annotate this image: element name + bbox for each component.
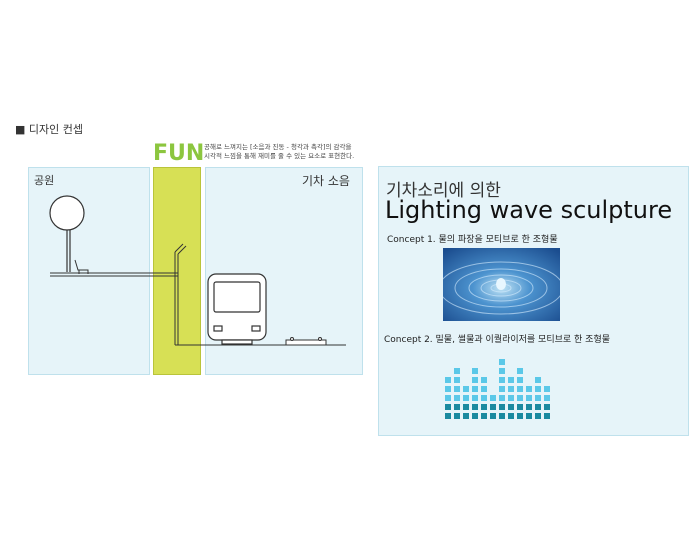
equalizer-cell	[544, 395, 550, 401]
equalizer-cell	[508, 377, 514, 383]
equalizer-cell	[490, 395, 496, 401]
equalizer-cell	[517, 404, 523, 410]
train-noise-label: 기차 소음	[302, 174, 350, 188]
equalizer-cell	[472, 368, 478, 374]
equalizer-cell	[535, 413, 541, 419]
equalizer-cell	[508, 404, 514, 410]
equalizer-cell	[526, 395, 532, 401]
equalizer-cell	[526, 404, 532, 410]
equalizer-cell	[517, 386, 523, 392]
equalizer-cell	[481, 413, 487, 419]
equalizer-cell	[490, 404, 496, 410]
equalizer-cell	[544, 386, 550, 392]
equalizer-cell	[499, 395, 505, 401]
equalizer-cell	[481, 386, 487, 392]
equalizer-cell	[517, 377, 523, 383]
fun-highlight-band	[153, 167, 201, 375]
equalizer-cell	[544, 413, 550, 419]
equalizer-cell	[481, 395, 487, 401]
equalizer-cell	[544, 404, 550, 410]
equalizer-cell	[463, 395, 469, 401]
equalizer-cell	[481, 377, 487, 383]
equalizer-cell	[499, 368, 505, 374]
sound-barrier-wall	[174, 243, 187, 345]
equalizer-cell	[445, 404, 451, 410]
equalizer-cell	[499, 386, 505, 392]
equalizer-cell	[463, 404, 469, 410]
fun-title: FUN	[153, 141, 205, 166]
park-label: 공원	[34, 174, 55, 187]
equalizer-cell	[454, 386, 460, 392]
bench-icon	[74, 259, 89, 274]
equalizer-cell	[472, 386, 478, 392]
equalizer-cell	[454, 377, 460, 383]
park-ground-line	[50, 272, 178, 277]
concept-2-caption: Concept 2. 밀물, 썰물과 이퀄라이저를 모티브로 한 조형물	[384, 335, 611, 345]
equalizer-cell	[517, 368, 523, 374]
water-ripple-image	[443, 248, 560, 321]
fun-description: 공해로 느껴지는 [소음과 진동 - 청각과 촉각]의 감각을 시각적 느낌을 …	[204, 143, 384, 161]
fun-description-line-2: 시각적 느낌을 통해 재미를 줄 수 있는 요소로 표현한다.	[204, 152, 355, 160]
equalizer-cell	[499, 404, 505, 410]
equalizer-cell	[463, 386, 469, 392]
equalizer-cell	[445, 386, 451, 392]
equalizer-cell	[508, 395, 514, 401]
equalizer-cell	[454, 395, 460, 401]
equalizer-cell	[499, 413, 505, 419]
equalizer-cell	[472, 413, 478, 419]
equalizer-cell	[481, 404, 487, 410]
equalizer-cell	[454, 368, 460, 374]
equalizer-cell	[517, 395, 523, 401]
equalizer-cell	[499, 377, 505, 383]
equalizer-cell	[535, 377, 541, 383]
equalizer-cell	[463, 413, 469, 419]
equalizer-cell	[499, 359, 505, 365]
concept-1-caption: Concept 1. 물의 파장을 모티브로 한 조형물	[387, 235, 558, 245]
equalizer-cell	[526, 413, 532, 419]
equalizer-cell	[454, 404, 460, 410]
equalizer-cell	[454, 413, 460, 419]
fun-description-line-1: 공해로 느껴지는 [소음과 진동 - 청각과 촉각]의 감각을	[204, 143, 352, 151]
equalizer-cell	[517, 413, 523, 419]
equalizer-cell	[508, 386, 514, 392]
track-platform-icon	[285, 337, 327, 346]
equalizer-cell	[535, 395, 541, 401]
equalizer-cell	[445, 395, 451, 401]
equalizer-cell	[472, 404, 478, 410]
equalizer-cell	[508, 413, 514, 419]
equalizer-cell	[472, 395, 478, 401]
equalizer-cell	[445, 377, 451, 383]
equalizer-cell	[526, 386, 532, 392]
equalizer-cell	[472, 377, 478, 383]
section-title: ■ 디자인 컨셉	[15, 123, 83, 136]
lamp-post-icon	[49, 195, 85, 272]
train-front-icon	[207, 273, 267, 345]
equalizer-cell	[445, 413, 451, 419]
equalizer-cell	[535, 404, 541, 410]
concept-title: Lighting wave sculpture	[385, 196, 673, 224]
park-panel	[28, 167, 150, 375]
equalizer-cell	[490, 413, 496, 419]
concept-subtitle: 기차소리에 의한	[386, 181, 501, 201]
equalizer-bars-image	[445, 347, 557, 419]
equalizer-cell	[535, 386, 541, 392]
